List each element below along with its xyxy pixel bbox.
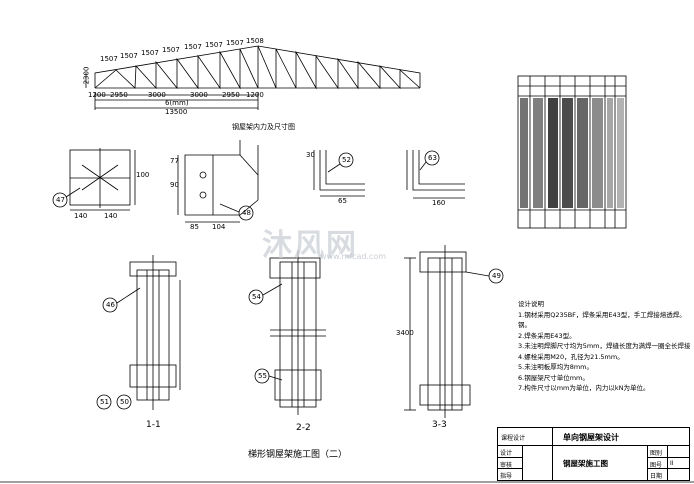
truss-panel-dim: 1507: [184, 43, 202, 51]
dim-label: 90: [170, 181, 179, 189]
tb-col-date: 日期: [648, 469, 668, 480]
truss-panel-dim: 1507: [100, 55, 118, 63]
note-item: 1.钢材采用Q235BF，焊条采用E43型，手工焊接熔透焊。: [518, 310, 686, 319]
callout-50: 50: [120, 398, 129, 406]
dim-label: 100: [136, 171, 150, 179]
truss-panel-dim: 1508: [246, 37, 264, 45]
dim-label: 140: [104, 212, 118, 220]
tb-drawing-name: 钢屋架施工图: [553, 446, 648, 480]
watermark-url: www.mfcad.com: [320, 252, 387, 261]
tb-number-value: II: [668, 458, 689, 469]
dim-label: 85: [190, 223, 199, 231]
tb-category-value: [668, 446, 689, 458]
section-2-2: [248, 250, 326, 415]
dim-label: 30: [306, 151, 315, 159]
section-title-3-3: 3-3: [432, 420, 447, 430]
detail-angle-63: [406, 150, 465, 199]
tb-row-design: 设计: [498, 446, 523, 458]
callout-63: 63: [428, 154, 437, 162]
dim-label: 65: [338, 197, 347, 205]
tb-col-category: 图别: [648, 446, 668, 458]
detail-plate-48: [177, 140, 259, 223]
note-item: 5.未注明板厚均为8mm。: [518, 363, 594, 371]
tb-row-review: 审核: [498, 458, 523, 469]
truss-bottom-dim: 3000: [148, 91, 166, 99]
truss-panel-dim: 1507: [141, 49, 159, 57]
detail-angle-52: [313, 150, 365, 197]
section-title-1-1: 1-1: [146, 420, 161, 430]
tb-row-guide: 指导: [498, 469, 523, 480]
callout-46: 46: [106, 301, 115, 309]
detail-plate-47: [52, 148, 136, 211]
truss-panel-dim: 1507: [120, 52, 138, 60]
callout-51: 51: [100, 398, 109, 406]
truss-span-label: 6(mm): [165, 99, 189, 107]
title-block: 课程设计 单向钢屋架设计 设计 审核 指导 钢屋架施工图 图别 图号 II 日期: [497, 427, 690, 481]
truss-total-span: 13500: [165, 108, 188, 116]
callout-47: 47: [56, 196, 65, 204]
truss-bottom-dim: 3000: [190, 91, 208, 99]
truss-height: 2300: [82, 66, 91, 85]
section-height: 3400: [396, 329, 414, 337]
dim-label: 104: [212, 223, 226, 231]
material-table-rows: [520, 98, 624, 208]
truss-panel-dim: 1507: [226, 39, 244, 47]
design-notes: 设计说明 1.钢材采用Q235BF，焊条采用E43型，手工焊接熔透焊。 钢。 2…: [518, 299, 690, 394]
truss-panel-dim: 1507: [162, 46, 180, 54]
callout-55: 55: [258, 372, 267, 380]
section-1-1: [96, 255, 181, 410]
dim-label: 140: [74, 212, 88, 220]
note-item: 4.螺栓采用M20，孔径为21.5mm。: [518, 352, 624, 361]
callout-54: 54: [252, 293, 261, 301]
callout-48: 48: [242, 209, 251, 217]
tb-project: 单向钢屋架设计: [553, 428, 689, 446]
truss-bottom-dim: 1200: [88, 91, 106, 99]
drawing-title: 梯形钢屋架施工图（二）: [248, 450, 348, 460]
dim-label: 77: [170, 157, 179, 165]
material-table: [517, 75, 627, 229]
section-title-2-2: 2-2: [296, 423, 311, 433]
note-item: 7.构件尺寸以mm为单位，内力以kN为单位。: [518, 384, 650, 392]
note-item: 2.焊条采用E43型。: [518, 331, 576, 340]
watermark-logo: 沐风网: [262, 228, 358, 263]
truss-bottom-dim: 2950: [222, 91, 240, 99]
callout-52: 52: [342, 156, 351, 164]
truss-diagram: [0, 45, 694, 483]
section-3-3: [404, 245, 504, 418]
truss-caption: 钢屋架内力及尺寸图: [232, 123, 295, 131]
note-item: 3.未注明焊脚尺寸均为5mm，焊缝长度为满焊一圈全长焊接。: [518, 342, 690, 350]
truss-panel-dim: 1507: [205, 41, 223, 49]
tb-design-label: 课程设计: [498, 428, 553, 446]
callout-49: 49: [492, 272, 501, 280]
tb-col-number: 图号: [648, 458, 668, 469]
truss-bottom-dim: 1200: [246, 91, 264, 99]
truss-bottom-dim: 2950: [110, 91, 128, 99]
note-item: 6.钢屋架尺寸单位mm。: [518, 373, 589, 382]
notes-heading: 设计说明: [518, 300, 544, 308]
note-item: 钢。: [518, 321, 531, 329]
tb-signature-col: [523, 446, 553, 480]
dim-label: 160: [432, 199, 446, 207]
